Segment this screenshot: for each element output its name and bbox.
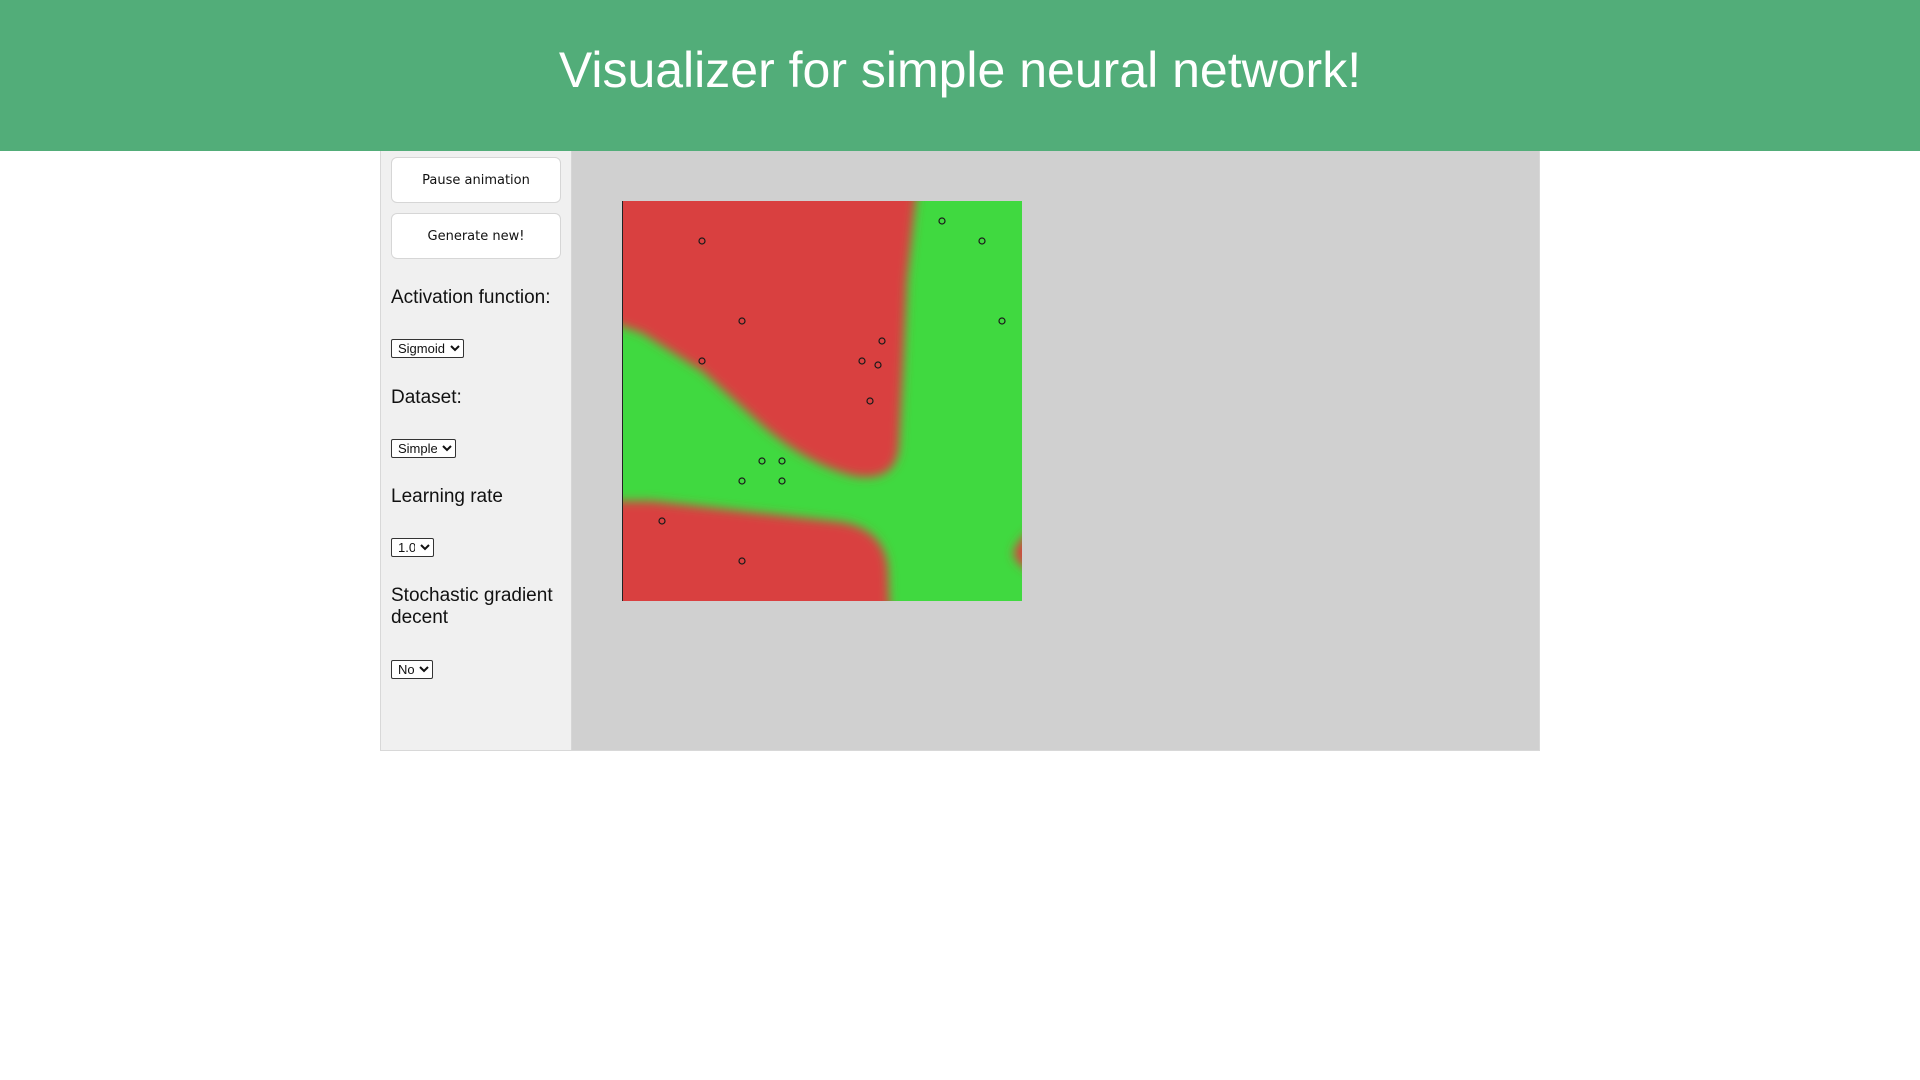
data-point-class-a — [858, 357, 866, 365]
data-point-class-b — [758, 457, 766, 465]
control-sidebar: Pause animation Generate new! Activation… — [381, 151, 572, 750]
data-point-class-b — [778, 477, 786, 485]
data-point-class-b — [978, 237, 986, 245]
data-point-class-a — [698, 237, 706, 245]
data-points — [658, 217, 1006, 565]
data-point-class-b — [998, 317, 1006, 325]
learning-rate-label: Learning rate — [391, 486, 503, 507]
dataset-label: Dataset: — [391, 387, 462, 408]
page-title: Visualizer for simple neural network! — [558, 41, 1362, 98]
data-point-class-a — [878, 337, 886, 345]
decision-boundary-plot — [622, 201, 1022, 601]
data-point-class-b — [738, 477, 746, 485]
sgd-label: Stochastic gradient decent — [391, 585, 553, 628]
dataset-select[interactable]: Simple — [391, 439, 456, 458]
data-point-class-a — [698, 357, 706, 365]
page-header: Visualizer for simple neural network! — [0, 0, 1920, 151]
data-point-class-b — [938, 217, 946, 225]
activation-function-select[interactable]: Sigmoid — [391, 339, 464, 358]
data-point-class-a — [866, 397, 874, 405]
sgd-select[interactable]: No — [391, 660, 433, 679]
pause-animation-button[interactable]: Pause animation — [391, 157, 561, 203]
region-class-a-top — [622, 201, 916, 478]
data-point-class-a — [874, 361, 882, 369]
data-point-class-a — [738, 317, 746, 325]
decision-regions — [622, 201, 1022, 601]
region-class-a-corner — [1014, 538, 1022, 566]
data-point-class-b — [778, 457, 786, 465]
data-point-class-a — [738, 557, 746, 565]
generate-new-button[interactable]: Generate new! — [391, 213, 561, 259]
region-class-a-bottom — [622, 501, 890, 601]
data-point-class-a — [658, 517, 666, 525]
learning-rate-select[interactable]: 1.0 — [391, 538, 434, 557]
activation-function-label: Activation function: — [391, 287, 551, 308]
